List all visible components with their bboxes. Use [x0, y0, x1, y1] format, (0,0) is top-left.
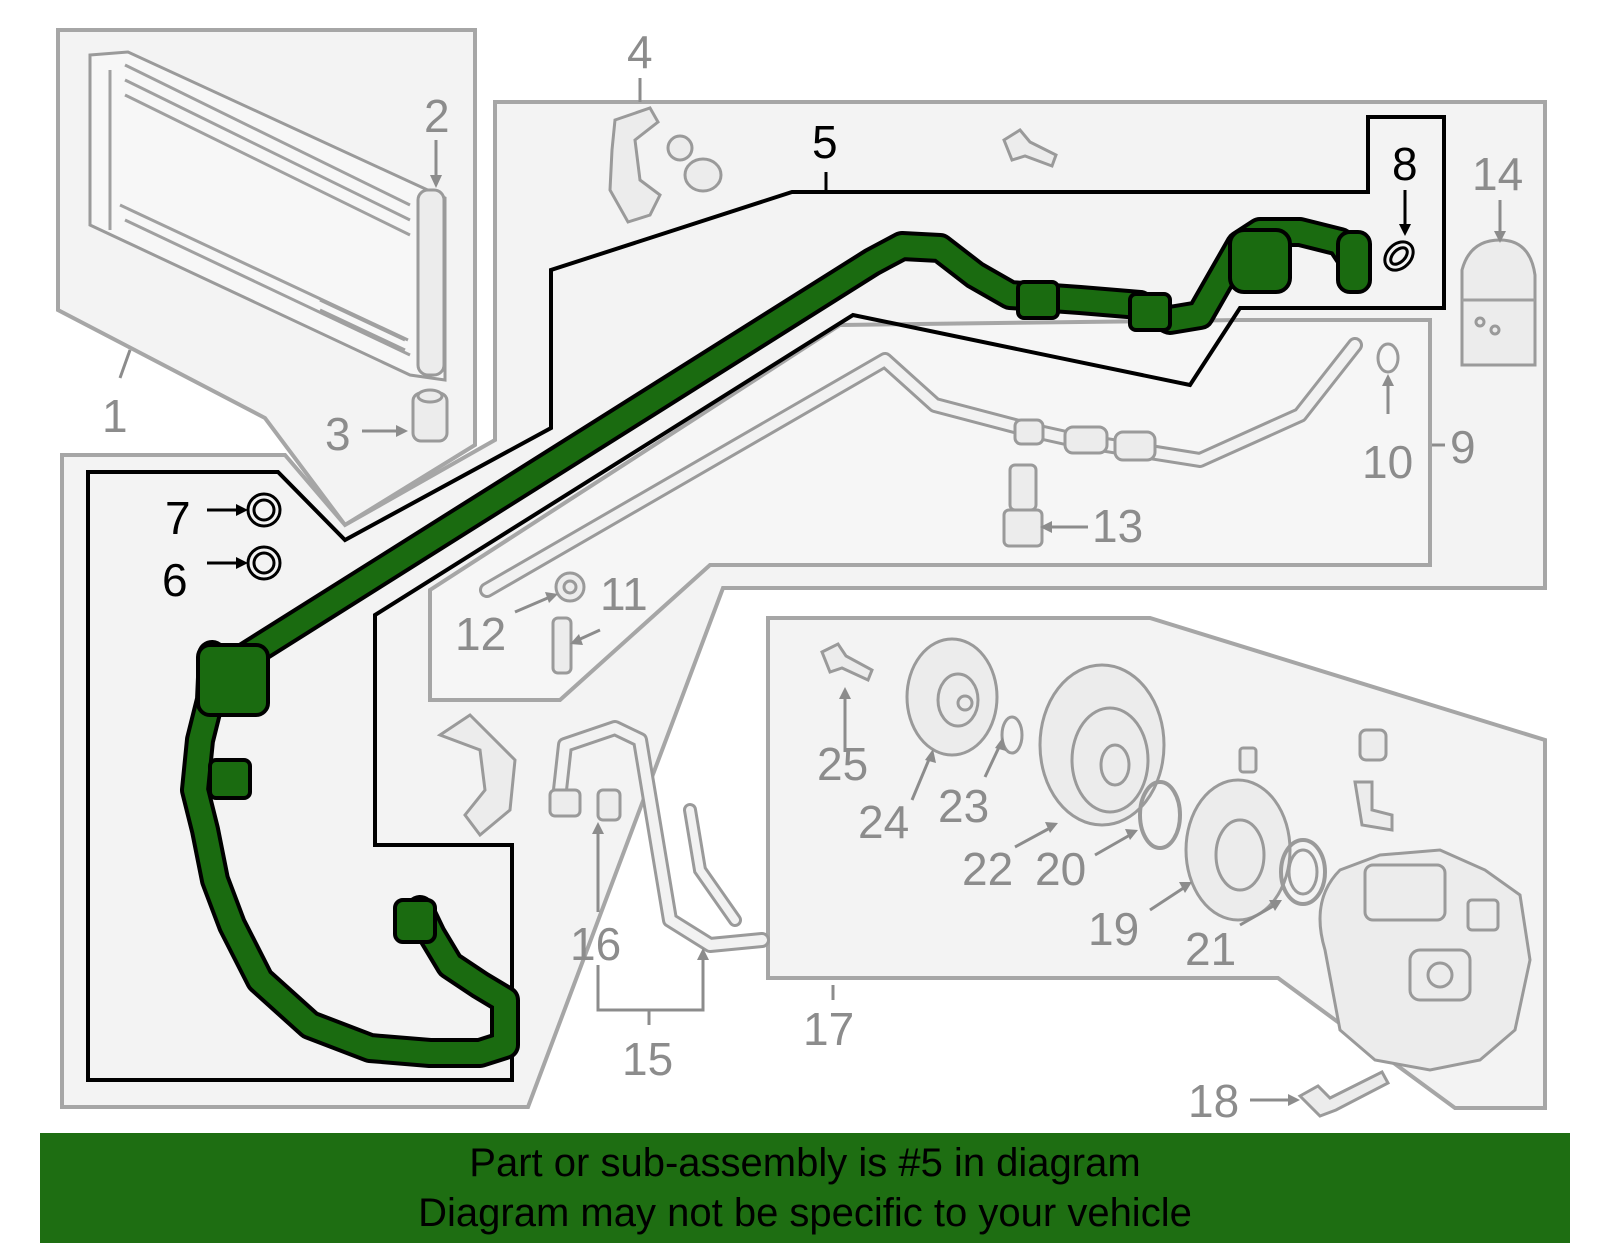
label-22: 22: [962, 843, 1013, 895]
o-ring-8-icon: [1383, 240, 1415, 272]
label-13: 13: [1092, 500, 1143, 552]
inner-line-panel: [428, 318, 1432, 702]
pressure-sensor-icon: [1002, 463, 1044, 548]
banner-line-2: Diagram may not be specific to your vehi…: [418, 1191, 1192, 1235]
label-17: 17: [803, 1003, 854, 1055]
label-15: 15: [622, 1033, 673, 1085]
long-bolt-icon: [1297, 1070, 1391, 1118]
label-2: 2: [424, 90, 450, 142]
small-bolt-icon: [820, 642, 874, 683]
compressor-icon: [1318, 728, 1532, 1072]
snap-ring-icon: [1138, 780, 1182, 850]
nut-icon: [554, 571, 586, 603]
condenser-icon: [88, 50, 447, 382]
label-21: 21: [1185, 923, 1236, 975]
label-16: 16: [570, 918, 621, 970]
label-8: 8: [1392, 138, 1418, 190]
label-11: 11: [600, 568, 648, 620]
bracket-icon: [608, 106, 723, 224]
label-5: 5: [812, 116, 838, 168]
suction-hose-assembly: [180, 217, 1372, 1068]
label-20: 20: [1035, 843, 1086, 895]
banner-line-1: Part or sub-assembly is #5 in diagram: [469, 1141, 1141, 1185]
highlight-outline: [86, 115, 1446, 1082]
label-12: 12: [455, 608, 506, 660]
shim-icon: [1000, 715, 1024, 755]
label-1: 1: [102, 390, 128, 442]
label-24: 24: [858, 796, 909, 848]
label-7: 7: [165, 492, 191, 544]
liquid-line-icon: [479, 337, 1363, 598]
label-14: 14: [1472, 148, 1523, 200]
label-6: 6: [162, 554, 188, 606]
field-coil-icon: [1184, 746, 1292, 922]
receiver-drier-plug-icon: [411, 388, 449, 443]
label-18: 18: [1188, 1075, 1239, 1127]
shaft-seal-icon: [1279, 838, 1327, 906]
label-9: 9: [1450, 421, 1476, 473]
info-banner: Part or sub-assembly is #5 in diagram Di…: [40, 1133, 1570, 1243]
valve-core-icon: [551, 616, 573, 675]
label-25: 25: [817, 738, 868, 790]
bracket-lower-icon: [436, 713, 517, 838]
label-4: 4: [627, 26, 653, 78]
discharge-line-icon: [548, 720, 770, 953]
pulley-icon: [1038, 663, 1166, 827]
o-ring-10-icon: [1376, 342, 1400, 374]
expansion-valve-icon: [1460, 238, 1537, 367]
label-10: 10: [1362, 436, 1413, 488]
clutch-plate-icon: [905, 637, 999, 757]
leader-lines: [118, 78, 1506, 1106]
bolt-icon: [1002, 128, 1058, 168]
label-19: 19: [1088, 903, 1139, 955]
label-23: 23: [938, 780, 989, 832]
label-3: 3: [325, 408, 351, 460]
